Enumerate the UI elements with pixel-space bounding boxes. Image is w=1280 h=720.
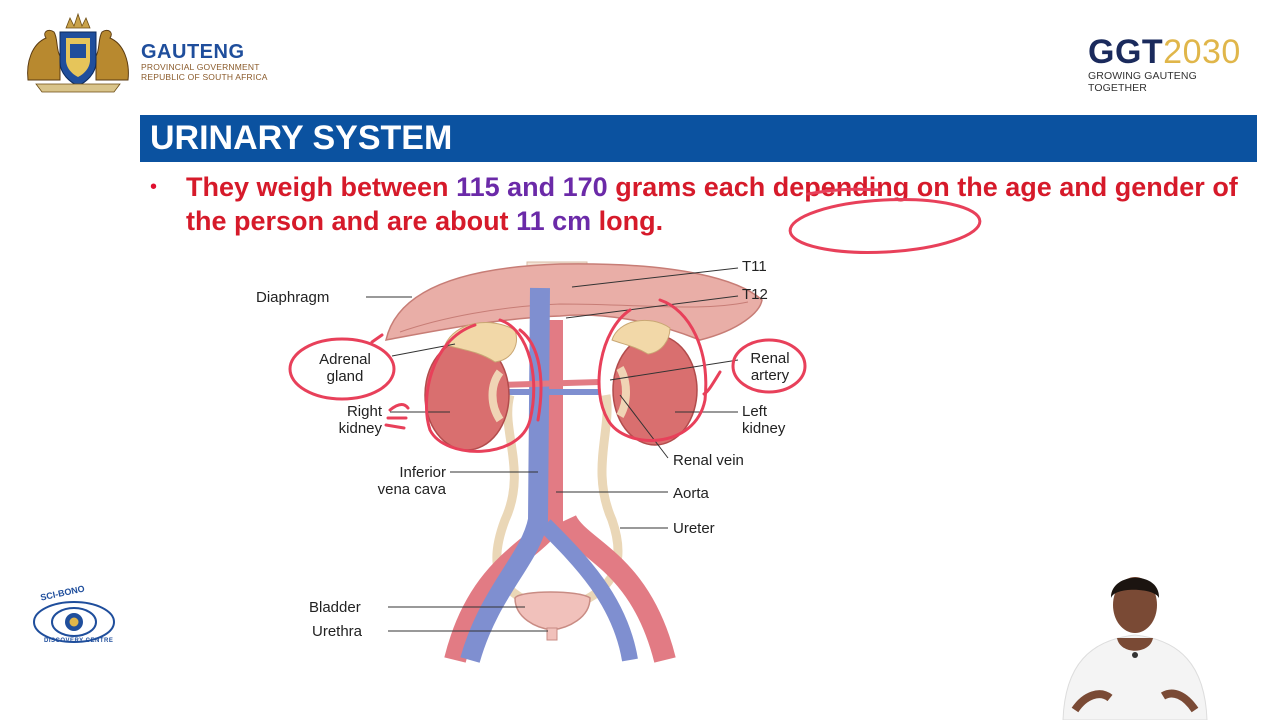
label-t11: T11: [742, 258, 767, 275]
label-bladder: Bladder: [309, 599, 361, 616]
slide-title: URINARY SYSTEM: [150, 119, 453, 157]
slide-title-bar: URINARY SYSTEM: [140, 115, 1257, 162]
bullet-text: They weigh between 115 and 170 grams eac…: [186, 170, 1246, 238]
label-adrenal-line2: gland: [326, 368, 364, 385]
bullet-seg-170: 170: [562, 172, 608, 202]
label-renal-vein: Renal vein: [673, 452, 744, 469]
left-ureter-shape: [582, 394, 623, 605]
ggt2030-logo: GGT2030 GROWING GAUTENG TOGETHER: [1088, 34, 1258, 94]
bullet-seg7: long.: [591, 206, 664, 236]
label-ureter: Ureter: [673, 520, 715, 537]
pen-annotations: [288, 187, 982, 453]
label-left-kidney: Left kidney: [742, 403, 785, 437]
label-t12: T12: [742, 286, 768, 303]
presenter-video-overlay: [1062, 577, 1208, 720]
label-urethra: Urethra: [312, 623, 363, 640]
right-adrenal-shape: [444, 322, 517, 363]
gauteng-logo-text: GAUTENG PROVINCIAL GOVERNMENT REPUBLIC O…: [141, 42, 268, 82]
bullet-seg-11cm: 11 cm: [516, 206, 592, 236]
label-right-kidney-line1: Right: [346, 403, 382, 420]
leader-lines: [366, 267, 739, 632]
label-ivc-line1: Inferior: [399, 464, 446, 481]
label-left-kidney-line1: Left: [742, 403, 768, 420]
sci-bono-logo: [33, 601, 115, 643]
label-renal-artery-line2: artery: [750, 367, 790, 384]
label-diaphragm: Diaphragm: [256, 289, 330, 306]
label-ivc-line2: vena cava: [377, 481, 446, 498]
left-adrenal-shape: [611, 319, 671, 355]
label-right-kidney: Right kidney: [310, 403, 382, 437]
gauteng-title: GAUTENG: [141, 41, 245, 63]
label-inferior-vena-cava: Inferior vena cava: [340, 464, 446, 498]
label-left-kidney-line2: kidney: [742, 420, 786, 437]
label-aorta: Aorta: [673, 485, 709, 502]
vena-cava-shape: [460, 287, 550, 663]
gauteng-subtitle-1: PROVINCIAL GOVERNMENT: [141, 62, 260, 72]
label-adrenal-line1: Adrenal: [319, 351, 371, 368]
bullet-seg-and: and: [499, 172, 563, 202]
diaphragm-shape: [385, 263, 763, 341]
ggt-logo-part2: 2030: [1163, 33, 1241, 71]
ggt-logo-tagline: GROWING GAUTENG TOGETHER: [1088, 70, 1197, 94]
label-right-kidney-line2: kidney: [338, 420, 382, 437]
bullet-seg-115: 115: [456, 172, 500, 202]
label-adrenal-gland: Adrenal gland: [305, 351, 385, 385]
gauteng-crest-logo: [27, 12, 129, 93]
left-iliac-vein-shape: [539, 519, 638, 662]
ggt-logo-part1: GGT: [1088, 33, 1164, 71]
gauteng-subtitle-2: REPUBLIC OF SOUTH AFRICA: [141, 72, 268, 82]
bullet-seg1: They weigh between: [186, 172, 457, 202]
label-renal-artery-line1: Renal: [750, 350, 790, 367]
bladder-shape: [514, 591, 591, 631]
renal-artery-shape: [499, 379, 601, 388]
left-iliac-artery-shape: [556, 514, 676, 663]
urethra-shape: [546, 627, 558, 641]
bullet-marker: •: [150, 176, 158, 198]
bullet-seg5: grams each depending on the age and gend…: [186, 172, 1238, 236]
label-renal-artery: Renal artery: [736, 350, 804, 384]
sci-bono-bottom-text: DISCOVERY CENTRE: [44, 638, 114, 644]
